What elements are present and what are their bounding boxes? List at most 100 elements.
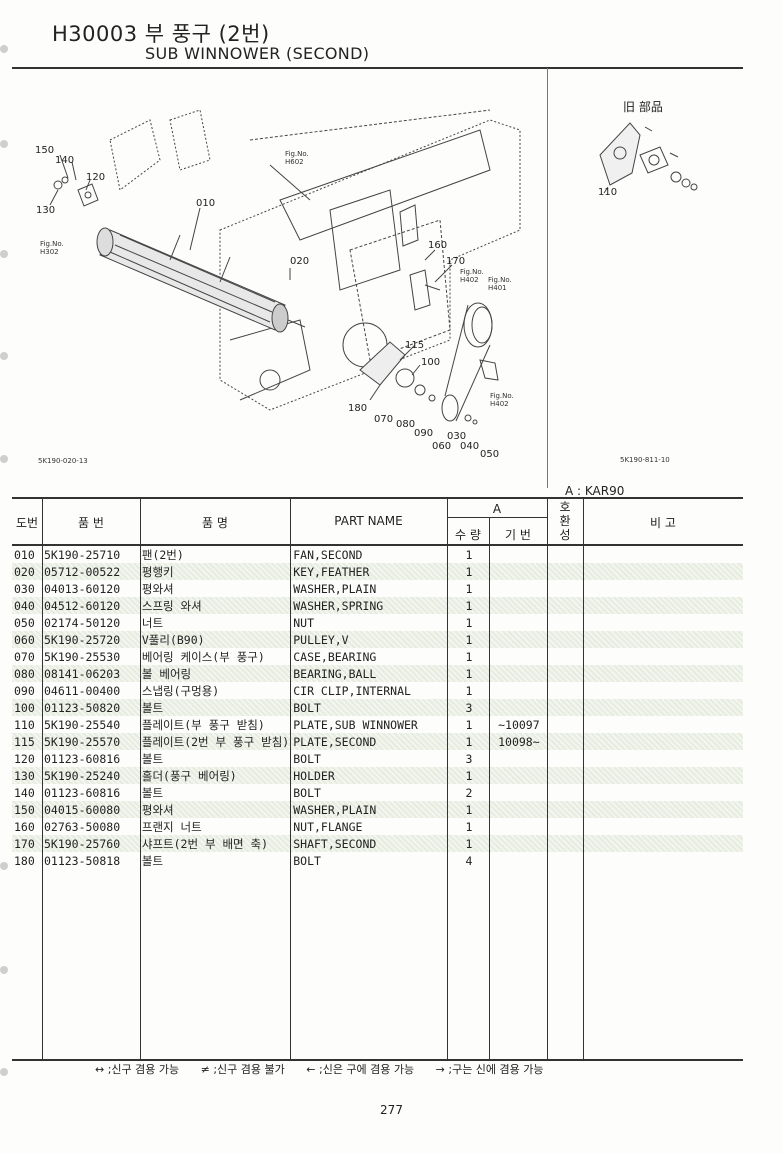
- exploded-parts-diagram: [49, 109, 521, 425]
- cell-remarks: [584, 614, 743, 631]
- cell-qty: 1: [448, 767, 490, 784]
- cell-remarks: [584, 750, 743, 767]
- cell-part-name-en: PLATE,SECOND: [291, 733, 449, 750]
- cell-part-no: 01123-60816: [43, 785, 121, 800]
- cell-remarks: [583, 733, 743, 750]
- cell-serial: ~10097: [498, 717, 540, 732]
- grid-line: [140, 498, 141, 1060]
- cell-ref-no: 090: [14, 683, 35, 698]
- cell-part-name-en: PULLEY,V: [291, 631, 449, 648]
- header-qty: 수 량: [455, 528, 481, 542]
- cell-ref-no: 040: [12, 597, 42, 614]
- cell-part-name-kr: 플레이트(부 풍구 받침): [141, 717, 265, 732]
- cell-remarks: [584, 648, 743, 665]
- figure-ref-h402: Fig.No. H402: [460, 268, 484, 284]
- cell-serial: [489, 665, 548, 682]
- cell-part-no: 02763-50080: [43, 819, 121, 834]
- cell-ref-no: 140: [14, 785, 35, 800]
- cell-part-name-kr: 샤프트(2번 부 배면 축): [139, 835, 292, 852]
- cell-part-no: 01123-60816: [43, 751, 121, 766]
- cell-compat: [547, 699, 584, 716]
- cell-serial: [490, 580, 548, 597]
- cell-qty: 1: [465, 683, 473, 698]
- cell-part-name-kr: 볼트: [139, 699, 292, 716]
- cell-compat: [548, 716, 584, 733]
- cell-remarks: [584, 784, 743, 801]
- header-remarks: 비 고: [650, 516, 676, 530]
- cell-serial: [489, 767, 548, 784]
- cell-ref-no: 010: [14, 547, 35, 562]
- callout-115: 180: [348, 403, 368, 414]
- cell-part-name-kr: 스프링 와셔: [139, 597, 292, 614]
- cell-part-name-en: BOLT: [291, 699, 449, 716]
- cell-ref-no: 130: [12, 767, 42, 784]
- callout-070: 070: [374, 414, 394, 425]
- cell-serial: [490, 852, 548, 869]
- cell-remarks: [584, 682, 743, 699]
- cell-compat: [547, 835, 584, 852]
- page-subtitle: SUB WINNOWER (SECOND): [145, 44, 370, 63]
- cell-remarks: [583, 563, 743, 580]
- callout-030: 030: [447, 431, 467, 442]
- cell-part-name-en: HOLDER: [291, 767, 449, 784]
- compatibility-legend: ↔ ;신구 겸용 가능 ≠ ;신구 겸용 불가 ← ;신은 구에 겸용 가능 →…: [95, 1061, 562, 1077]
- drawing-code: 5K190-020-13: [38, 457, 88, 465]
- cell-serial: [490, 750, 548, 767]
- cell-qty: 1: [465, 819, 473, 834]
- cell-part-no: 5K190-25530: [43, 649, 121, 664]
- cell-part-no: 01123-50818: [43, 853, 121, 868]
- cell-ref-no: 150: [12, 801, 42, 818]
- cell-serial: [489, 597, 548, 614]
- header-ref-no: 도번: [15, 516, 39, 530]
- grid-line: [447, 498, 448, 1060]
- grid-line: [547, 498, 548, 1060]
- cell-remarks: [583, 801, 743, 818]
- cell-remarks: [583, 597, 743, 614]
- binder-hole: [0, 352, 8, 360]
- cell-compat: [547, 563, 584, 580]
- legend-item: ← ;신은 구에 겸용 가능: [306, 1063, 415, 1076]
- cell-ref-no: 110: [14, 717, 35, 732]
- header-part-name-kr: 품 명: [202, 516, 228, 530]
- cell-part-name-en: CASE,BEARING: [293, 649, 377, 664]
- cell-serial: [490, 682, 548, 699]
- figure-ref-h302: Fig.No. H302: [40, 240, 64, 256]
- cell-part-no: 04611-00400: [43, 683, 121, 698]
- cell-remarks: [584, 580, 743, 597]
- old-drawing-code: 5K190-811-10: [620, 456, 670, 464]
- cell-part-name-kr: 평와셔: [141, 581, 174, 596]
- cell-remarks: [583, 835, 743, 852]
- cell-remarks: [584, 546, 743, 563]
- cell-part-no: 5K190-25760: [41, 835, 140, 852]
- binder-hole: [0, 250, 8, 258]
- cell-ref-no: 020: [12, 563, 42, 580]
- cell-part-no: 04512-60120: [41, 597, 140, 614]
- binder-hole: [0, 1068, 8, 1076]
- cell-part-name-kr: 너트: [141, 615, 164, 630]
- cell-remarks: [583, 631, 743, 648]
- cell-remarks: [584, 818, 743, 835]
- old-parts-title: 旧 部品: [623, 100, 663, 114]
- group-a-rule: [447, 517, 547, 518]
- cell-part-no: 05712-00522: [41, 563, 140, 580]
- cell-qty: 1: [448, 563, 490, 580]
- grid-line: [42, 498, 43, 1060]
- page-title: H30003 부 풍구 (2번): [52, 22, 270, 46]
- cell-serial: 10098~: [489, 733, 548, 750]
- cell-remarks: [584, 716, 743, 733]
- cell-ref-no: 060: [12, 631, 42, 648]
- cell-part-no: 5K190-25540: [43, 717, 121, 732]
- cell-remarks: [584, 852, 743, 869]
- header-part-name-en: PART NAME: [334, 514, 403, 528]
- old-callout-110: 110: [598, 187, 618, 198]
- cell-qty: 1: [448, 665, 490, 682]
- cell-ref-no: 170: [12, 835, 42, 852]
- old-parts-diagram: [599, 122, 698, 194]
- cell-part-no: 5K190-25240: [41, 767, 140, 784]
- cell-compat: [547, 631, 584, 648]
